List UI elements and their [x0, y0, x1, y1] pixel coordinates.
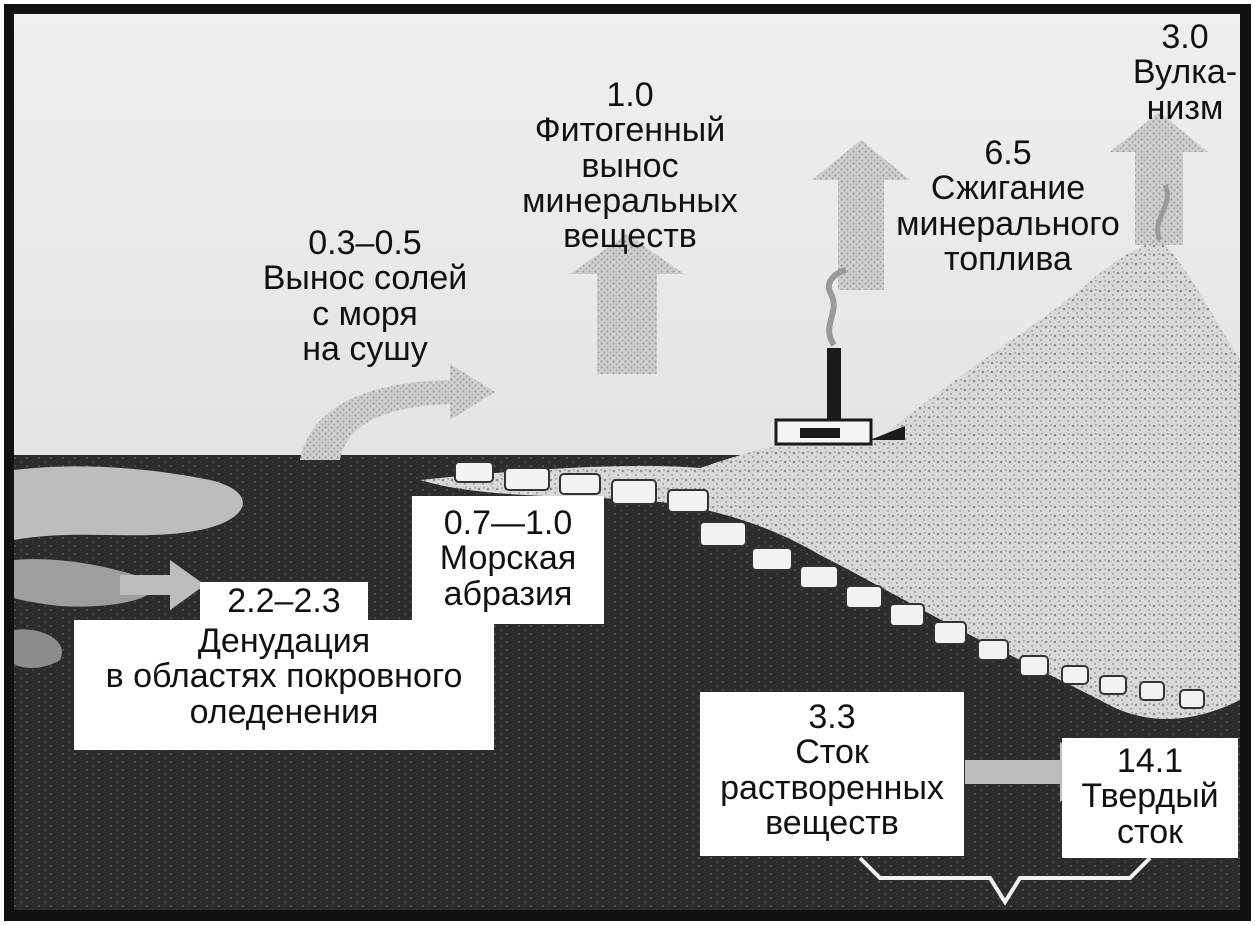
sea-salts-text-line: на сушу: [302, 330, 428, 369]
volcanism-value: 3.0: [1161, 18, 1209, 56]
fuel-text-line: топлива: [944, 240, 1072, 279]
phytogenic-text-line: вынос: [581, 146, 679, 185]
ice-floe: [14, 466, 243, 540]
volcano-icon: [1155, 183, 1170, 242]
sea-salts-label: 0.3–0.5 Вынос солей с моря на сушу: [240, 224, 490, 369]
abrasion-text-line: абразия: [443, 574, 573, 613]
sea-salts-value: 0.3–0.5: [308, 224, 422, 262]
denudation-text-line: в областях покровного: [105, 657, 463, 696]
volcanism-label: 3.0 Вулка- низм: [1125, 18, 1245, 127]
curved-arrow-icon: [120, 560, 205, 610]
sea-salts-text-line: Вынос солей: [262, 259, 468, 298]
denudation-text-line: оледенения: [189, 692, 379, 731]
coastline-rocks: [454, 461, 1205, 709]
abrasion-label: 0.7—1.0 Морская абразия: [412, 496, 604, 624]
up-arrow-icon: [1110, 112, 1208, 245]
ice-floe: [14, 629, 62, 668]
fuel-value: 6.5: [984, 134, 1032, 172]
up-arrow-icon: [570, 234, 684, 374]
abrasion-value: 0.7—1.0: [443, 504, 573, 542]
phytogenic-value: 1.0: [606, 76, 654, 114]
dissolved-runoff-label: 3.3 Сток растворенных веществ: [700, 692, 964, 856]
dissolved-runoff-value: 3.3: [808, 698, 856, 736]
dissolved-runoff-text-line: веществ: [765, 804, 899, 843]
phytogenic-label: 1.0 Фитогенный вынос минеральных веществ: [495, 76, 765, 256]
brace-icon: [858, 856, 1152, 906]
solid-runoff-value: 14.1: [1116, 742, 1184, 780]
solid-runoff-label: 14.1 Твердый сток: [1062, 738, 1238, 858]
denudation-text-line: Денудация: [197, 622, 371, 660]
fuel-text-line: Сжигание: [930, 169, 1086, 208]
fuel-label: 6.5 Сжигание минерального топлива: [868, 134, 1148, 279]
solid-runoff-text-line: Твердый: [1081, 777, 1219, 816]
fuel-text-line: минерального: [896, 204, 1120, 243]
ice-floe: [14, 559, 155, 607]
denudation-label: Денудация в областях покровного оледенен…: [74, 620, 494, 750]
sea-salts-text-line: с моря: [312, 294, 418, 333]
abrasion-text-line: Морская: [439, 539, 577, 578]
curved-arrow-icon: [300, 364, 495, 460]
phytogenic-text-line: минеральных: [522, 182, 738, 221]
land: [420, 240, 1240, 719]
denudation-value-box: 2.2–2.3: [200, 582, 368, 622]
phytogenic-text-line: веществ: [563, 217, 697, 256]
volcanism-text-line: низм: [1146, 88, 1224, 127]
factory-icon: [774, 267, 905, 446]
up-arrow-icon: [812, 140, 910, 290]
dissolved-runoff-text-line: Сток: [795, 733, 869, 772]
phytogenic-text-line: Фитогенный: [534, 111, 726, 150]
denudation-value: 2.2–2.3: [227, 582, 341, 620]
volcanism-text-line: Вулка-: [1132, 53, 1238, 92]
dissolved-runoff-text-line: растворенных: [720, 768, 944, 807]
solid-runoff-text-line: сток: [1117, 812, 1183, 851]
